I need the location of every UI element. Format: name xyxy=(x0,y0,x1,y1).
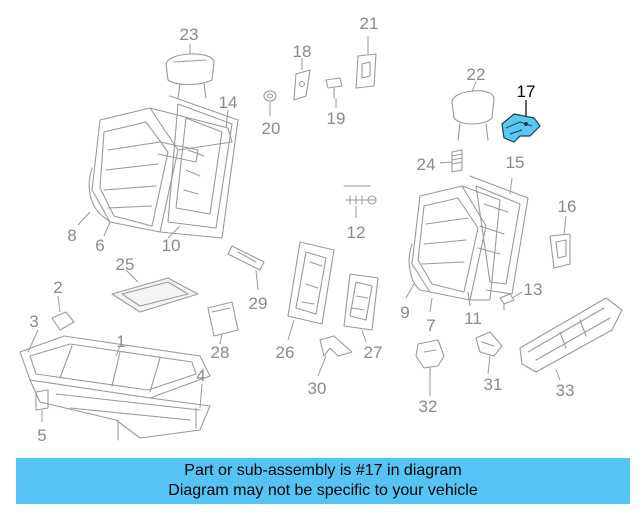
bolt-24 xyxy=(451,149,463,173)
label-4: 4 xyxy=(196,366,205,385)
label-23: 23 xyxy=(180,25,199,44)
label-7: 7 xyxy=(426,316,435,335)
label-32: 32 xyxy=(419,397,438,416)
label-3: 3 xyxy=(29,312,38,331)
label-13: 13 xyxy=(524,280,543,299)
cover-28 xyxy=(207,301,239,337)
label-1: 1 xyxy=(116,332,125,351)
latch-21 xyxy=(355,53,377,89)
label-33: 33 xyxy=(556,381,575,400)
part-labels: 1 2 3 4 5 6 7 8 9 10 11 12 13 14 15 16 1… xyxy=(29,14,576,445)
label-29: 29 xyxy=(249,294,268,313)
bracket-18 xyxy=(293,69,311,101)
label-2: 2 xyxy=(53,278,62,297)
label-25: 25 xyxy=(116,255,135,274)
label-19: 19 xyxy=(327,109,346,128)
banner-line-2: Diagram may not be specific to your vehi… xyxy=(168,482,478,499)
highlighted-part-17 xyxy=(501,113,541,143)
label-14: 14 xyxy=(219,93,238,112)
panel-25 xyxy=(111,277,199,313)
headrest-22 xyxy=(451,90,495,141)
nut-20 xyxy=(263,90,277,102)
label-18: 18 xyxy=(293,42,312,61)
frame-27 xyxy=(343,273,379,331)
label-6: 6 xyxy=(95,236,104,255)
screw-12 xyxy=(343,185,377,205)
strip-29 xyxy=(227,245,265,271)
label-31: 31 xyxy=(484,375,503,394)
label-22: 22 xyxy=(467,65,486,84)
label-28: 28 xyxy=(211,343,230,362)
left-seat-back xyxy=(88,95,239,239)
bracket-32 xyxy=(415,339,445,379)
label-30: 30 xyxy=(308,379,327,398)
clip-13 xyxy=(499,293,515,311)
label-16: 16 xyxy=(558,197,577,216)
label-10: 10 xyxy=(162,236,181,255)
label-11: 11 xyxy=(464,309,482,328)
label-15: 15 xyxy=(506,153,525,172)
hook-5 xyxy=(35,389,49,411)
bolt-19 xyxy=(325,77,343,99)
headrest-23 xyxy=(165,53,215,99)
clip-2 xyxy=(51,311,75,331)
banner-line-1: Part or sub-assembly is #17 in diagram xyxy=(184,462,462,479)
seat-cushion xyxy=(19,335,211,441)
right-seat-back xyxy=(408,175,529,301)
label-17: 17 xyxy=(517,82,536,101)
label-20: 20 xyxy=(262,119,281,138)
label-27: 27 xyxy=(364,343,383,362)
label-8: 8 xyxy=(67,226,76,245)
label-12: 12 xyxy=(347,223,366,242)
label-5: 5 xyxy=(37,426,46,445)
label-9: 9 xyxy=(400,303,409,322)
label-24: 24 xyxy=(417,155,436,174)
side-trim-16 xyxy=(549,233,571,269)
cushion-33 xyxy=(519,297,623,373)
bracket-31 xyxy=(475,331,503,357)
label-21: 21 xyxy=(360,14,379,33)
info-banner: Part or sub-assembly is #17 in diagram D… xyxy=(16,458,630,504)
bracket-30 xyxy=(319,335,353,357)
frame-26 xyxy=(287,241,335,325)
label-26: 26 xyxy=(276,343,295,362)
